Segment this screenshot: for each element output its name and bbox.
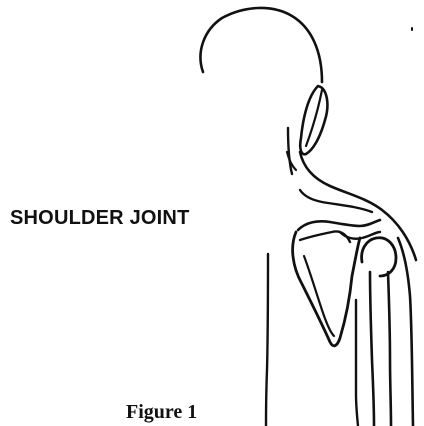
- torso-outline: [266, 254, 268, 426]
- trapezius-line: [300, 190, 372, 212]
- humeral-head: [362, 238, 396, 276]
- diagram-title: SHOULDER JOINT: [10, 208, 189, 228]
- arm-outer-outline: [398, 238, 413, 426]
- neck-back-line: [288, 128, 292, 174]
- arm-inner-outline: [356, 300, 358, 426]
- humerus-shaft-left: [370, 272, 374, 426]
- scapula-outline: [293, 232, 360, 346]
- figure-caption: Figure 1: [126, 402, 197, 422]
- head-outline: [200, 8, 322, 82]
- humerus-shaft-right: [388, 272, 391, 426]
- acromion-outline: [298, 220, 380, 230]
